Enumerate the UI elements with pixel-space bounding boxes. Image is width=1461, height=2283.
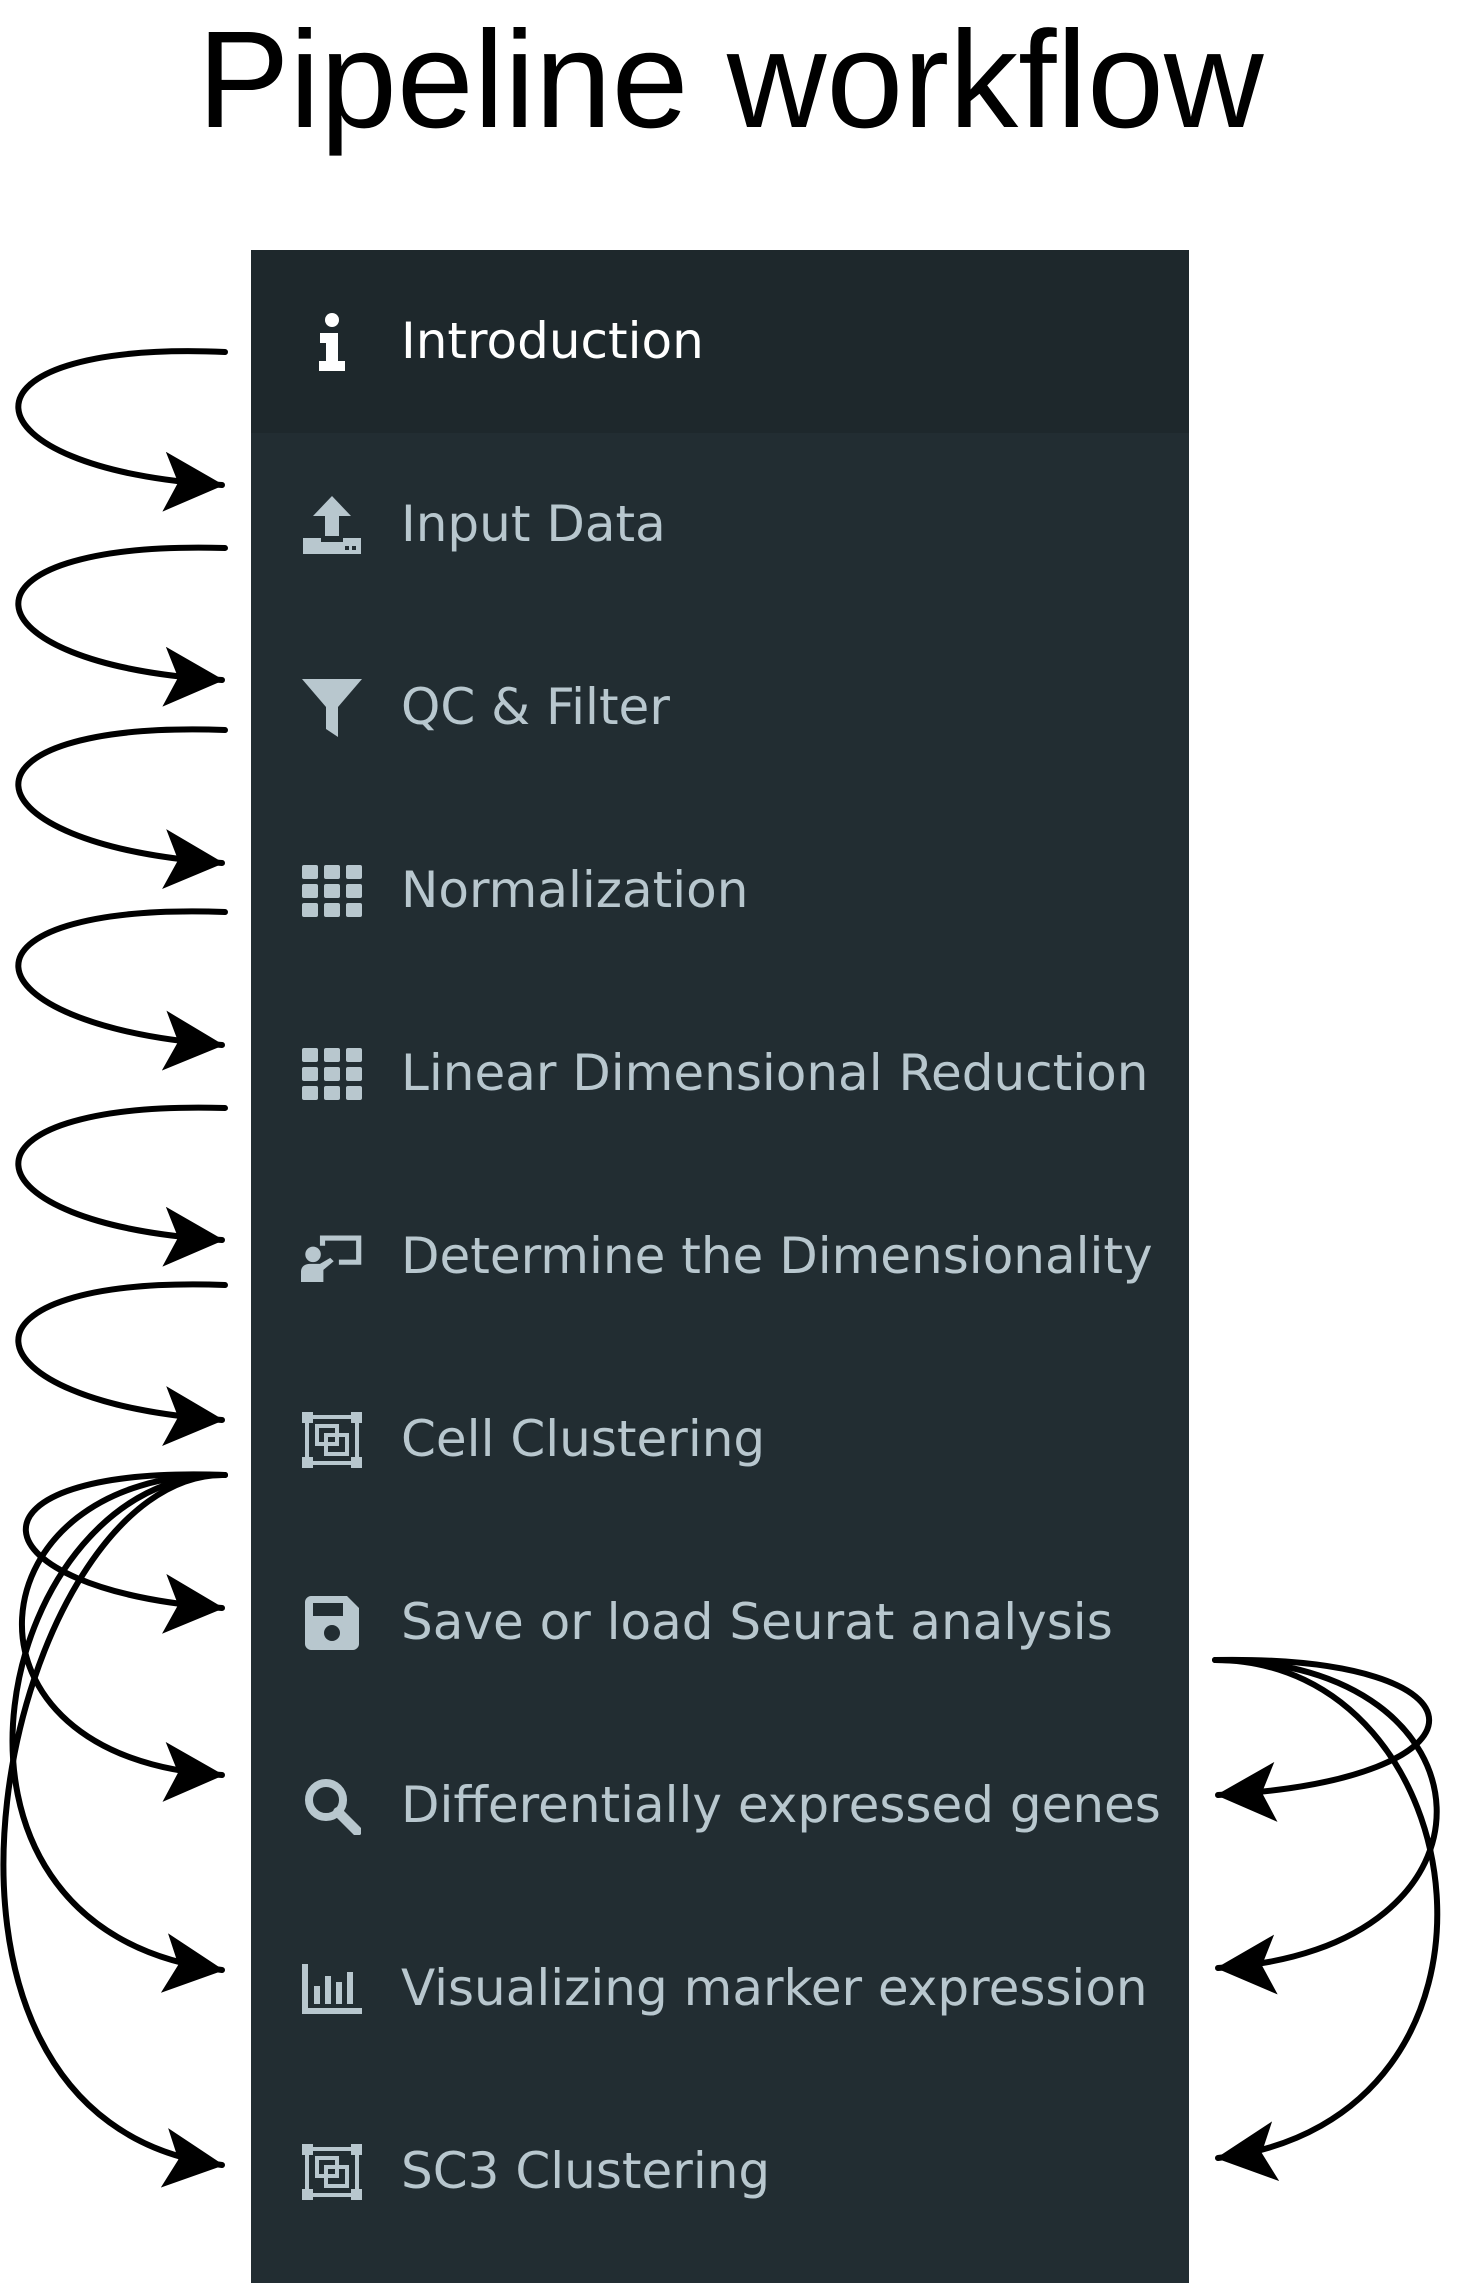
flow-arrow-save-to-sc3 (1212, 1657, 1441, 2181)
sidebar-item-normalization[interactable]: Normalization (251, 799, 1189, 982)
sidebar-item-label: Visualizing marker expression (401, 1959, 1148, 2017)
flow-arrow-dimensionality-to-clustering (15, 1281, 228, 1446)
sidebar-item-label: Cell Clustering (401, 1410, 766, 1468)
sidebar-item-input-data[interactable]: Input Data (251, 433, 1189, 616)
sidebar-item-label: Differentially expressed genes (401, 1776, 1161, 1834)
info-icon (301, 311, 363, 373)
flow-arrow-qc-to-normalization (15, 726, 228, 889)
presentation-icon (301, 1226, 363, 1288)
sidebar-item-cell-clustering[interactable]: Cell Clustering (251, 1348, 1189, 1531)
grid-icon (301, 860, 363, 922)
sidebar-item-qc-filter[interactable]: QC & Filter (251, 616, 1189, 799)
flow-arrow-clustering-to-save (22, 1471, 228, 1634)
bar-chart-icon (301, 1958, 363, 2020)
filter-icon (301, 677, 363, 739)
sidebar-item-label: Determine the Dimensionality (401, 1227, 1153, 1285)
sidebar-item-label: SC3 Clustering (401, 2142, 771, 2200)
sidebar-item-label: Linear Dimensional Reduction (401, 1044, 1149, 1102)
sidebar-item-introduction[interactable]: Introduction (251, 250, 1189, 433)
flow-arrow-input-to-qc (15, 544, 228, 707)
flow-arrow-intro-to-input (15, 348, 228, 512)
sidebar-item-label: Save or load Seurat analysis (401, 1593, 1113, 1651)
diagram-title: Pipeline workflow (197, 3, 1264, 157)
flow-arrow-clustering-to-marker (9, 1471, 228, 1993)
grid-icon (301, 1043, 363, 1105)
sidebar-item-label: Normalization (401, 861, 749, 919)
sidebar-item-visualizing-marker-expression[interactable]: Visualizing marker expression (251, 1897, 1189, 2080)
flow-arrow-clustering-to-deg (18, 1471, 228, 1802)
object-group-icon (301, 1409, 363, 1471)
sidebar-item-label: QC & Filter (401, 678, 670, 736)
sidebar-item-differentially-expressed-genes[interactable]: Differentially expressed genes (251, 1714, 1189, 1897)
flow-arrow-clustering-to-sc3 (0, 1471, 228, 2188)
search-icon (301, 1775, 363, 1837)
object-group-icon (301, 2141, 363, 2203)
flow-arrow-normalization-to-linear (15, 908, 228, 1071)
sidebar-item-sc3-clustering[interactable]: SC3 Clustering (251, 2080, 1189, 2263)
upload-icon (301, 494, 363, 556)
flow-arrow-linear-to-dimensionality (15, 1104, 228, 1267)
sidebar-item-save-load[interactable]: Save or load Seurat analysis (251, 1531, 1189, 1714)
sidebar-item-label: Input Data (401, 495, 666, 553)
save-icon (301, 1592, 363, 1654)
flow-arrow-save-to-marker (1212, 1657, 1440, 1995)
flow-arrow-save-to-deg (1212, 1656, 1432, 1822)
sidebar-item-linear-dimensional-reduction[interactable]: Linear Dimensional Reduction (251, 982, 1189, 1165)
sidebar-item-determine-dimensionality[interactable]: Determine the Dimensionality (251, 1165, 1189, 1348)
sidebar-item-label: Introduction (401, 312, 704, 370)
sidebar-menu: Introduction Input Data QC & Filter Norm… (251, 250, 1189, 2283)
